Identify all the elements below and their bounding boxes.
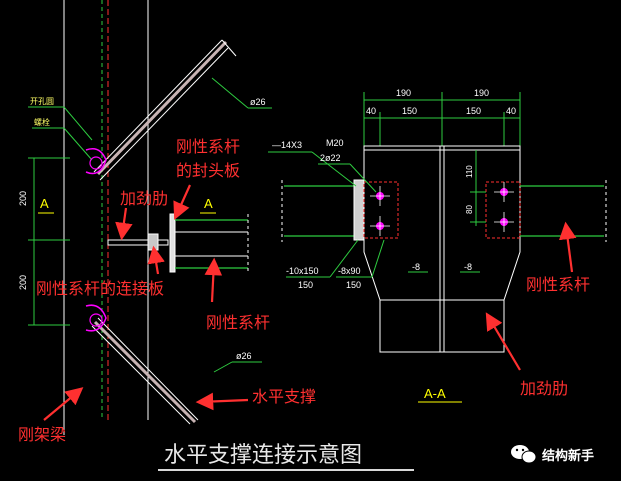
plate-10x150: -10x150 bbox=[286, 266, 319, 276]
dim-190-left: 190 bbox=[396, 88, 411, 98]
watermark-text: 结构新手 bbox=[542, 448, 594, 464]
section-mark-a-right: A bbox=[204, 196, 213, 211]
plate-8x90-len: 150 bbox=[346, 280, 361, 290]
dim-200-bottom: 200 bbox=[18, 275, 28, 290]
watermark: 结构新手 bbox=[511, 445, 594, 464]
label-rigid-tie-left: 刚性系杆 bbox=[206, 313, 270, 332]
dim-80: 80 bbox=[465, 205, 474, 214]
dim-150-left: 150 bbox=[402, 106, 417, 116]
label-rigid-tie-end-plate-1: 刚性系杆 bbox=[176, 137, 240, 156]
small-label-open-hole: 开孔圆 bbox=[30, 97, 54, 106]
dim-40-left: 40 bbox=[366, 106, 376, 116]
thickness-8-right: -8 bbox=[464, 262, 472, 272]
bolt-count: 2ø22 bbox=[320, 153, 341, 163]
plate-8x90: -8x90 bbox=[338, 266, 361, 276]
diagram-title: 水平支撑连接示意图 bbox=[164, 443, 362, 468]
small-label-bolt: 螺栓 bbox=[34, 117, 50, 127]
wechat-icon bbox=[511, 445, 537, 464]
rigid-tie-left-view bbox=[107, 213, 249, 274]
dim-150-right: 150 bbox=[466, 106, 481, 116]
section-a-a-view: 190 190 40 150 150 40 bbox=[268, 88, 607, 403]
dim-110: 110 bbox=[465, 165, 474, 178]
section-mark-a-left: A bbox=[40, 196, 49, 211]
lower-gusset-mark bbox=[85, 304, 107, 332]
lower-brace bbox=[85, 304, 199, 425]
diameter-bottom: ø26 bbox=[236, 351, 252, 361]
diameter-top: ø26 bbox=[250, 97, 266, 107]
label-rigid-tie-right: 刚性系杆 bbox=[526, 275, 590, 294]
upper-brace bbox=[85, 39, 237, 181]
annotation-arrows bbox=[43, 184, 577, 421]
top-dimensions bbox=[363, 92, 521, 146]
label-rigid-frame-beam: 刚架梁 bbox=[18, 425, 66, 444]
label-horizontal-brace: 水平支撑 bbox=[252, 387, 316, 406]
label-rigid-tie-end-plate-2: 的封头板 bbox=[176, 161, 240, 180]
upper-gusset-mark bbox=[85, 148, 107, 175]
gusset-plate-outline bbox=[363, 145, 521, 353]
label-rigid-tie-connection-plate: 刚性系杆的连接板 bbox=[36, 279, 164, 298]
rigid-frame-beam-section bbox=[63, 0, 149, 435]
dim-200-top: 200 bbox=[18, 191, 28, 206]
plate-14x3: —14X3 bbox=[272, 140, 302, 150]
section-name-a-a: A-A bbox=[424, 386, 446, 401]
left-dimension bbox=[28, 157, 70, 326]
dim-40-right: 40 bbox=[506, 106, 516, 116]
bolt-m20: M20 bbox=[326, 138, 344, 148]
thickness-8-left: -8 bbox=[412, 262, 420, 272]
dim-190-right: 190 bbox=[474, 88, 489, 98]
plate-10x150-len: 150 bbox=[298, 280, 313, 290]
label-stiffener-right: 加劲肋 bbox=[520, 379, 568, 398]
label-stiffener-left: 加劲肋 bbox=[120, 189, 168, 208]
